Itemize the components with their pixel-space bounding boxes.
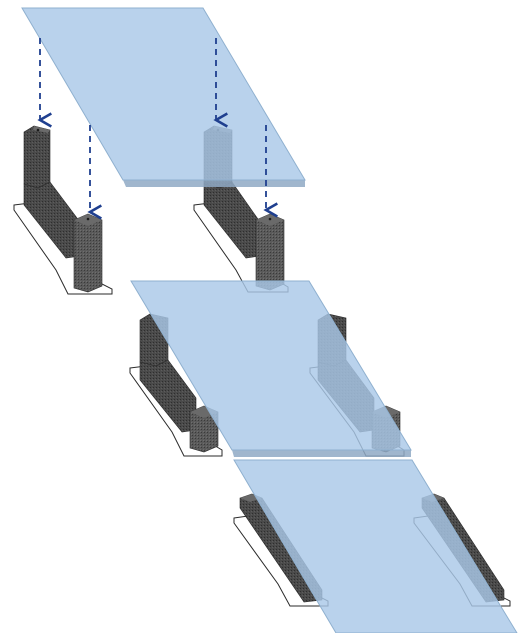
- placement-arrows: [37, 38, 278, 220]
- plate-step1: [21, 7, 306, 187]
- plate-step3: [233, 459, 518, 633]
- step-3-group: [233, 459, 518, 633]
- plate-step2: [130, 280, 412, 457]
- step-1-group: [13, 7, 306, 295]
- bracket-left-step1: [13, 125, 113, 295]
- step-2-group: [129, 280, 412, 457]
